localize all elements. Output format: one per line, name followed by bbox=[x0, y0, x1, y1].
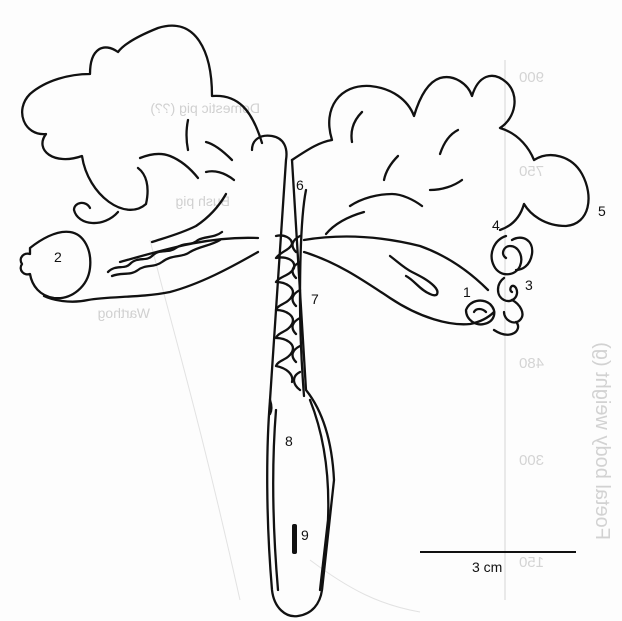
left-oviduct-2 bbox=[112, 240, 220, 276]
left-ligament-inner-4 bbox=[206, 171, 234, 180]
left-ligament-inner-1 bbox=[140, 154, 198, 178]
right-oviduct-coil-2 bbox=[512, 238, 532, 270]
label-2: 2 bbox=[54, 249, 62, 265]
cervical-folds bbox=[276, 235, 294, 382]
right-ligament-inner-3 bbox=[440, 130, 458, 154]
ghost-tick-150: 150 bbox=[519, 554, 544, 571]
label-8: 8 bbox=[285, 433, 293, 449]
label-6: 6 bbox=[296, 177, 304, 193]
right-lower-tip bbox=[494, 322, 518, 335]
urethral-opening-mark bbox=[292, 524, 297, 554]
right-ligament-inner-5 bbox=[350, 194, 422, 206]
vagina-inner-left bbox=[273, 410, 278, 590]
right-oviduct-coil-4 bbox=[504, 300, 522, 322]
left-ligament-outline bbox=[22, 26, 262, 210]
right-oviduct-fold bbox=[390, 256, 437, 295]
ghost-tick-900: 900 bbox=[519, 69, 544, 86]
label-3: 3 bbox=[525, 277, 533, 293]
right-ligament-inner-6 bbox=[326, 212, 364, 234]
right-oviduct-coil-3 bbox=[498, 278, 517, 301]
ghost-tick-750: 750 bbox=[519, 163, 544, 180]
right-oviduct-coil bbox=[492, 236, 522, 274]
label-7: 7 bbox=[311, 291, 319, 307]
right-ovary-inner bbox=[474, 309, 486, 312]
ghost-tick-480: 480 bbox=[519, 355, 544, 372]
right-ligament-inner-2 bbox=[384, 156, 398, 180]
label-9: 9 bbox=[301, 527, 309, 543]
left-ligament-inner-2 bbox=[187, 120, 189, 150]
ghost-tick-300: 300 bbox=[519, 452, 544, 469]
right-ligament-inner-1 bbox=[351, 112, 362, 142]
left-lower-loop bbox=[74, 203, 118, 223]
label-5: 5 bbox=[598, 203, 606, 219]
left-ligament-inner-3 bbox=[206, 142, 232, 160]
bleed-through-layer: 900 750 480 300 150 Domestic pig (??) Bu… bbox=[98, 60, 613, 612]
right-ligament-inner-4 bbox=[430, 180, 462, 190]
label-1: 1 bbox=[463, 284, 471, 300]
ghost-curve-2 bbox=[310, 560, 420, 612]
scale-bar-label: 3 cm bbox=[472, 559, 502, 575]
ghost-axis-title: Foetal body weight (g) bbox=[591, 342, 613, 540]
label-4: 4 bbox=[492, 217, 500, 233]
ghost-label-c: Warthog bbox=[98, 305, 150, 321]
left-horn-lower bbox=[44, 252, 258, 302]
